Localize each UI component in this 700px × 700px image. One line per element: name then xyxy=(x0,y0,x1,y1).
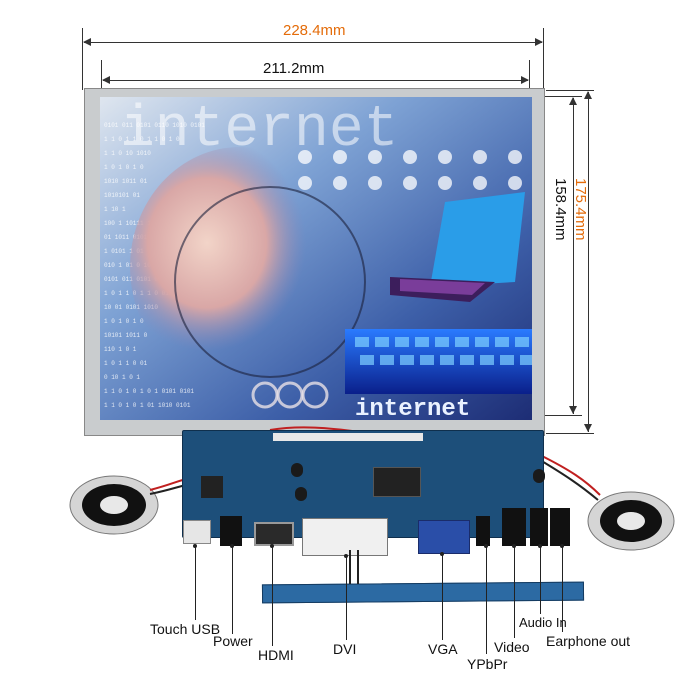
svg-text:10 01 0101 1010: 10 01 0101 1010 xyxy=(104,304,158,311)
inner-width-arrow-left xyxy=(102,76,110,84)
board-header-strip xyxy=(273,433,423,441)
outer-height-extension-top xyxy=(546,90,594,91)
label-touch-usb: Touch USB xyxy=(150,621,221,637)
screen-hand xyxy=(130,147,350,387)
svg-text:1 1 0 1 1 0 1 1 0 1 0: 1 1 0 1 1 0 1 1 0 1 0 xyxy=(104,136,180,143)
outer-width-label: 228.4mm xyxy=(283,22,346,39)
outer-width-arrow-left xyxy=(83,38,91,46)
inner-height-line xyxy=(573,98,574,414)
right-speaker xyxy=(587,491,675,551)
svg-text:1 10 1: 1 10 1 xyxy=(104,206,126,213)
video-jack xyxy=(502,508,526,546)
leader-dot xyxy=(344,554,348,558)
leader-dot xyxy=(538,544,542,548)
svg-text:0101 011 0101 0110 1010 0101: 0101 011 0101 0110 1010 0101 xyxy=(104,122,205,129)
leader-dot xyxy=(193,544,197,548)
leader-audio-in xyxy=(540,546,541,614)
svg-text:1010 1011 01: 1010 1011 01 xyxy=(104,178,148,185)
leader-power xyxy=(232,546,233,634)
label-dvi: DVI xyxy=(333,641,357,657)
inner-width-arrow-right xyxy=(521,76,529,84)
hdmi-port xyxy=(254,522,294,546)
outer-width-line xyxy=(84,42,542,43)
leader-dot xyxy=(270,544,274,548)
lcd-screen-image: internet 0101 011 0101 0110 1010 0101 1 … xyxy=(100,97,532,420)
leader-dot xyxy=(512,544,516,548)
label-audio-in: Audio In xyxy=(519,615,567,630)
svg-text:110 1 0 1: 110 1 0 1 xyxy=(104,346,137,353)
outer-width-extension-right xyxy=(543,28,544,90)
screen-dot-grid xyxy=(298,150,522,190)
inner-height-extension-bottom xyxy=(530,415,582,416)
leader-ypbpr xyxy=(486,546,487,654)
label-ypbpr: YPbPr xyxy=(467,656,508,672)
left-speaker xyxy=(69,475,159,535)
screen-film-rings xyxy=(251,381,329,409)
capacitor xyxy=(291,463,303,477)
leader-vga xyxy=(442,554,443,640)
label-earphone-out: Earphone out xyxy=(546,633,631,649)
inner-width-line xyxy=(103,80,528,81)
power-jack xyxy=(220,516,242,546)
label-video: Video xyxy=(494,639,530,655)
inner-width-label: 211.2mm xyxy=(263,60,325,77)
svg-text:1 0 1 1 0 01: 1 0 1 1 0 01 xyxy=(104,360,148,367)
lcd-panel: internet 0101 011 0101 0110 1010 0101 1 … xyxy=(84,88,545,436)
outer-width-arrow-right xyxy=(535,38,543,46)
leader-video xyxy=(514,546,515,638)
key-board-cable xyxy=(349,550,359,584)
svg-text:1 0 1 0 1 0: 1 0 1 0 1 0 xyxy=(104,164,144,171)
svg-text:1 1 0 1 0 1 0 1 0101 0101: 1 1 0 1 0 1 0 1 0101 0101 xyxy=(104,388,194,395)
label-hdmi: HDMI xyxy=(258,647,294,663)
svg-text:10101 1011 0: 10101 1011 0 xyxy=(104,332,148,339)
inner-height-arrow-top xyxy=(569,97,577,105)
earphone-jack xyxy=(550,508,570,546)
inner-width-extension-right xyxy=(529,60,530,100)
outer-width-extension-left xyxy=(82,28,83,90)
leader-touch-usb xyxy=(195,546,196,620)
leader-earphone-out xyxy=(562,546,563,632)
main-chip xyxy=(373,467,421,497)
svg-text:1 1 0 10 1010: 1 1 0 10 1010 xyxy=(104,150,151,157)
label-vga: VGA xyxy=(428,641,458,657)
svg-text:1010101 01: 1010101 01 xyxy=(104,192,140,199)
inner-height-arrow-bottom xyxy=(569,406,577,414)
ypbpr-jack xyxy=(476,516,490,546)
screen-laptop xyxy=(390,192,525,302)
outer-height-line xyxy=(588,92,589,432)
label-power: Power xyxy=(213,633,253,649)
screen-bottom-word: internet xyxy=(355,396,470,420)
secondary-chip xyxy=(201,476,223,498)
svg-text:0 10 1 0 1: 0 10 1 0 1 xyxy=(104,374,140,381)
vga-port xyxy=(418,520,470,554)
leader-dot xyxy=(484,544,488,548)
capacitor xyxy=(533,469,545,483)
key-board-strip xyxy=(261,581,585,604)
inner-width-extension-left xyxy=(101,60,102,100)
outer-height-arrow-bottom xyxy=(584,424,592,432)
outer-height-extension-bottom xyxy=(546,433,594,434)
inner-height-extension-top xyxy=(530,96,582,97)
svg-text:1 1 0 1 0 1 01 1010 0101: 1 1 0 1 0 1 01 1010 0101 xyxy=(104,402,191,409)
svg-text:1 0 1 0 1 0: 1 0 1 0 1 0 xyxy=(104,318,144,325)
leader-dot xyxy=(560,544,564,548)
leader-dvi xyxy=(346,556,347,640)
outer-height-arrow-top xyxy=(584,91,592,99)
capacitor xyxy=(295,487,307,501)
leader-dot xyxy=(440,552,444,556)
leader-hdmi xyxy=(272,546,273,646)
leader-dot xyxy=(230,544,234,548)
audio-in-jack xyxy=(530,508,548,546)
usb-port xyxy=(183,520,211,544)
